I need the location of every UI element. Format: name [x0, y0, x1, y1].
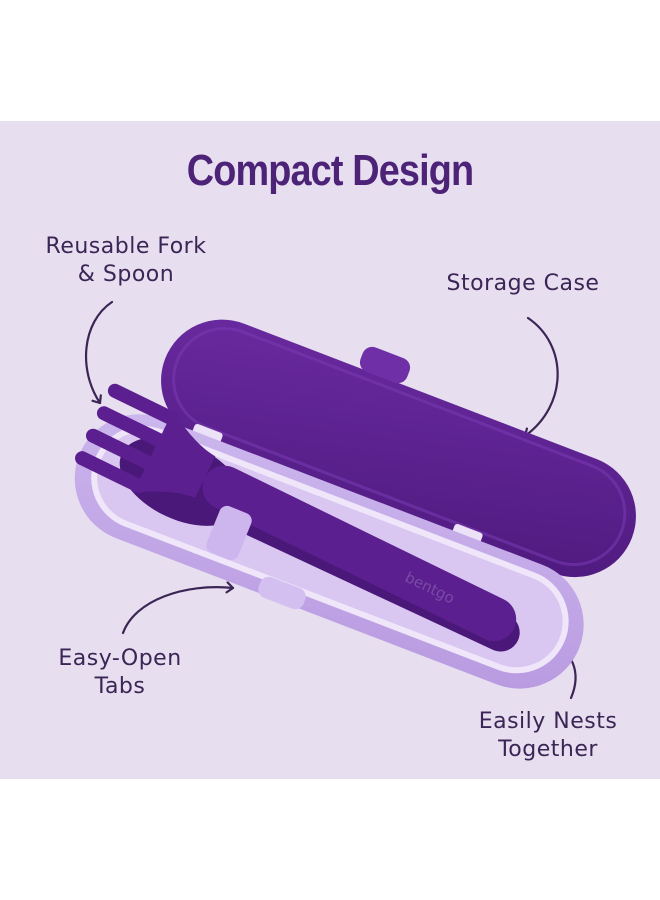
callout-line: Together: [498, 737, 598, 762]
callout-line: Tabs: [94, 674, 146, 699]
callout-line: & Spoon: [77, 262, 175, 287]
callout-easy-open-tabs: Easy-Open Tabs: [40, 645, 200, 701]
callout-line: Easily Nests: [478, 709, 618, 734]
callout-reusable-fork-spoon: Reusable Fork & Spoon: [0, 233, 252, 289]
callout-easily-nests-together: Easily Nests Together: [462, 708, 634, 764]
callout-storage-case: Storage Case: [423, 270, 623, 298]
callout-line: Storage Case: [446, 271, 600, 296]
callout-line: Reusable Fork: [45, 234, 207, 259]
base-tab: [258, 576, 306, 610]
lid-tab: [359, 346, 411, 384]
arrow-to-case: [523, 316, 559, 436]
utensil-clip: [206, 505, 252, 561]
fork: bentgo: [75, 383, 517, 642]
arrow-to-tabs: [121, 587, 235, 635]
page-title: Compact Design: [186, 146, 474, 195]
callout-line: Easy-Open: [58, 646, 182, 671]
arrow-to-utensils: [84, 300, 114, 405]
case-lid: [161, 319, 636, 578]
